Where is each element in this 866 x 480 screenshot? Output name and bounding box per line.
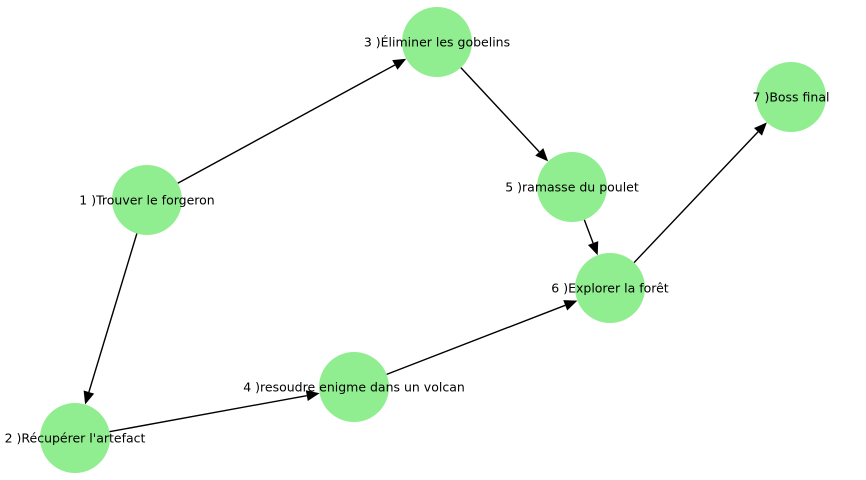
node-label-n3: 3 )Éliminer les gobelins bbox=[364, 35, 510, 50]
node-label-n6: 6 )Explorer la forêt bbox=[551, 281, 669, 296]
edge-line bbox=[88, 233, 138, 393]
node-n6 bbox=[575, 253, 645, 323]
edge-line bbox=[386, 304, 566, 376]
node-label-n5: 5 )ramasse du poulet bbox=[505, 180, 639, 195]
edge-n6-n7 bbox=[633, 122, 767, 264]
node-label-n7: 7 )Boss final bbox=[753, 90, 830, 105]
node-label-n2: 2 )Récupérer l'artefact bbox=[5, 431, 146, 446]
node-n2 bbox=[40, 403, 110, 473]
edge-arrowhead bbox=[305, 390, 320, 402]
edge-arrowhead bbox=[535, 148, 549, 162]
nodes-layer bbox=[40, 7, 826, 473]
edge-n2-n4 bbox=[109, 390, 320, 433]
edge-line bbox=[633, 131, 759, 264]
node-n3 bbox=[402, 7, 472, 77]
labels-layer: 1 )Trouver le forgeron 2 )Récupérer l'art… bbox=[5, 35, 830, 446]
edge-arrowhead bbox=[753, 122, 767, 136]
edge-line bbox=[109, 394, 307, 433]
edge-arrowhead bbox=[587, 241, 599, 256]
edge-n1-n3 bbox=[177, 58, 407, 184]
edge-n3-n5 bbox=[460, 67, 549, 162]
node-n4 bbox=[319, 352, 389, 422]
edge-line bbox=[583, 219, 594, 244]
edge-arrowhead bbox=[392, 58, 407, 70]
edge-line bbox=[460, 67, 540, 153]
node-label-n1: 1 )Trouver le forgeron bbox=[79, 193, 214, 208]
edge-n1-n2 bbox=[83, 233, 138, 405]
edges-layer bbox=[83, 58, 767, 433]
edge-n4-n6 bbox=[386, 300, 578, 376]
edge-n5-n6 bbox=[583, 219, 599, 256]
node-label-n4: 4 )resoudre enigme dans un volcan bbox=[243, 380, 465, 395]
edge-arrowhead bbox=[83, 390, 95, 405]
node-n5 bbox=[537, 152, 607, 222]
edge-line bbox=[177, 64, 396, 184]
node-n1 bbox=[112, 165, 182, 235]
edge-arrowhead bbox=[563, 300, 578, 311]
node-n7 bbox=[756, 62, 826, 132]
